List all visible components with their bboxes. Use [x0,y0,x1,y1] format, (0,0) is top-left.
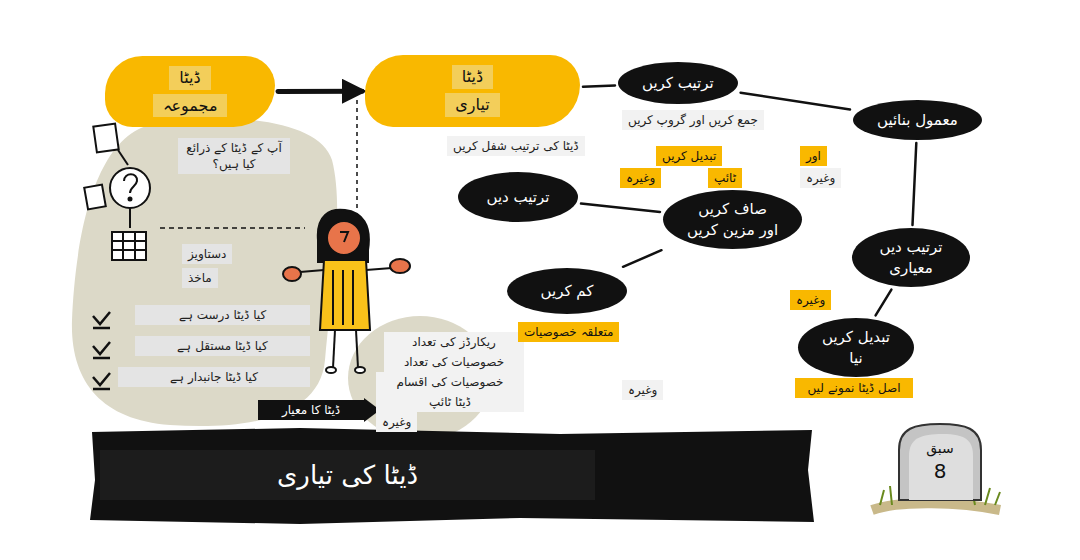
step-note: وغیرہ [622,380,663,400]
question-note: آپ کے ڈیٹا کے ذرائع کیا ہیں؟ [178,138,290,174]
property-item: ریکارڈز کی تعداد [384,332,524,352]
node-heading: ترتیب دیں [880,237,943,257]
step-note: اور [800,146,827,166]
node-text: اور مزین کریں [687,220,778,240]
title-panel [100,450,595,500]
node-heading: تبدیل کریں [822,327,890,347]
connector-line [581,204,660,212]
step-oval: ترتیب دیں [458,172,578,222]
node-heading: ترتیب دیں [487,187,550,207]
lesson-stone: سبق8 [895,422,985,502]
step-oval: کم کریں [507,268,627,314]
step-note: ڈیٹا کی ترتیب شفل کریں [447,136,585,156]
property-item: خصوصیات کی تعداد [384,352,524,372]
node-heading: ڈیٹا [452,65,493,89]
dashed-divider [160,227,305,229]
step-oval: صاف کریںاور مزین کریں [663,190,802,249]
step-note: تبدیل کریں [656,146,722,166]
step-note: جمع کریں اور گروپ کریں [622,110,764,130]
connector-line [623,250,662,267]
source-region [72,118,337,426]
property-item: وغیرہ [376,412,417,432]
step-note: وغیرہ [800,168,841,188]
flow-arrow [278,89,362,94]
property-item: ڈیٹا ٹائپ [376,392,524,412]
step-note: متعلقہ خصوصیات [518,322,619,342]
node-heading: ترتیب کریں [642,73,714,93]
source-icons [84,124,150,260]
source-item: ماخذ [182,268,218,288]
property-item: خصوصیات کی اقسام [376,372,524,392]
check-marks [93,312,110,389]
connector-line [876,290,892,316]
diagram-title: ڈیٹا کی تیاری [100,450,595,500]
step-note: وغیرہ [620,168,661,188]
step-note: وغیرہ [790,290,831,310]
node-text: معیاری [889,258,932,278]
step-oval: معمول بنائیں [853,100,982,140]
quality-arrow-label: ڈیٹا کا معیار [258,400,364,420]
check-item: کیا ڈیٹا درست ہے [135,305,310,325]
stage-blob: ڈیٹا تیاری [365,55,580,127]
node-heading: کم کریں [541,281,594,301]
node-text: مجموعہ [153,94,228,118]
node-heading: ڈیٹا [169,66,210,90]
dashed-guide [356,100,358,212]
node-heading: سبق [926,439,954,458]
step-note: ٹائپ [708,168,742,188]
step-oval: تبدیل کریںنیا [798,318,914,377]
title-band [90,428,814,524]
check-item: کیا ڈیٹا مستقل ہے [135,336,310,356]
node-text: تیاری [445,93,499,117]
node-text: 8 [934,458,947,485]
step-oval: ترتیب کریں [618,62,738,104]
check-item: کیا ڈیٹا جانبدار ہے [118,367,310,387]
node-text: نیا [849,348,862,368]
step-oval: ترتیب دیںمعیاری [852,228,970,287]
source-item: دستاویز [182,244,232,264]
connector-line [741,93,850,110]
node-heading: معمول بنائیں [877,110,958,130]
stage-blob: ڈیٹا مجموعہ [105,56,275,127]
node-heading: صاف کریں [698,199,767,219]
connector-line [913,143,917,225]
connector-line [583,85,615,86]
step-note: اصل ڈیٹا نمونے لیں [795,378,913,398]
